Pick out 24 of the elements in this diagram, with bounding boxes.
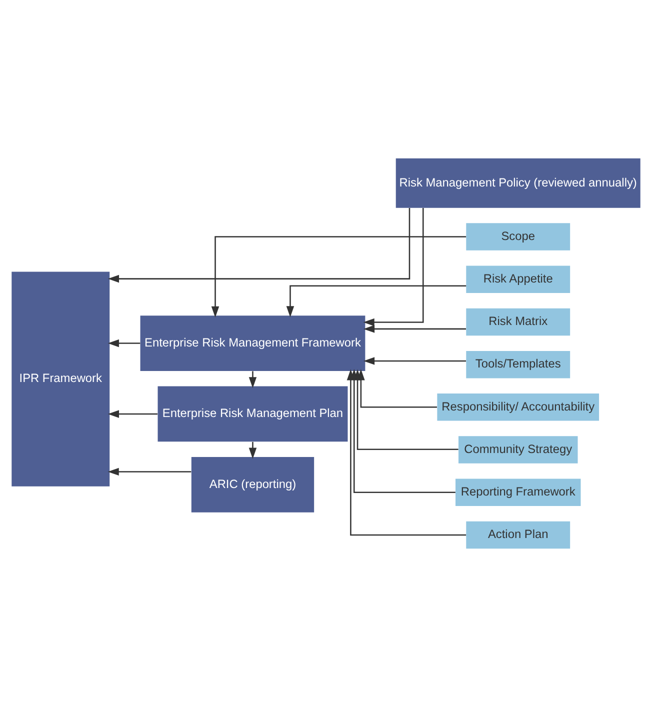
node-box: Tools/Templates bbox=[466, 350, 570, 378]
node-box: Responsibility/ Accountability bbox=[437, 393, 600, 420]
arrow bbox=[108, 338, 140, 347]
arrow bbox=[248, 370, 257, 388]
node-box: Risk Appetite bbox=[466, 265, 570, 293]
node-box: Risk Management Policy (reviewed annually) bbox=[396, 158, 640, 208]
arrow bbox=[211, 236, 466, 317]
node-box: Enterprise Risk Management Framework bbox=[140, 315, 366, 370]
arrow bbox=[363, 324, 466, 332]
node-box: IPR Framework bbox=[12, 271, 110, 486]
node-box: Action Plan bbox=[466, 520, 570, 548]
node-box: Scope bbox=[466, 222, 570, 250]
arrow bbox=[108, 467, 192, 476]
node-box: Risk Matrix bbox=[466, 308, 570, 336]
node-box: Reporting Framework bbox=[456, 478, 581, 506]
node-box: ARIC (reporting) bbox=[191, 456, 314, 512]
arrow bbox=[108, 410, 158, 418]
arrow bbox=[363, 208, 424, 326]
node-box: Community Strategy bbox=[458, 436, 578, 463]
arrow bbox=[363, 356, 466, 364]
arrow bbox=[286, 284, 466, 317]
arrow bbox=[248, 441, 257, 458]
node-box: Enterprise Risk Management Plan bbox=[158, 386, 348, 442]
arrow bbox=[108, 208, 410, 282]
